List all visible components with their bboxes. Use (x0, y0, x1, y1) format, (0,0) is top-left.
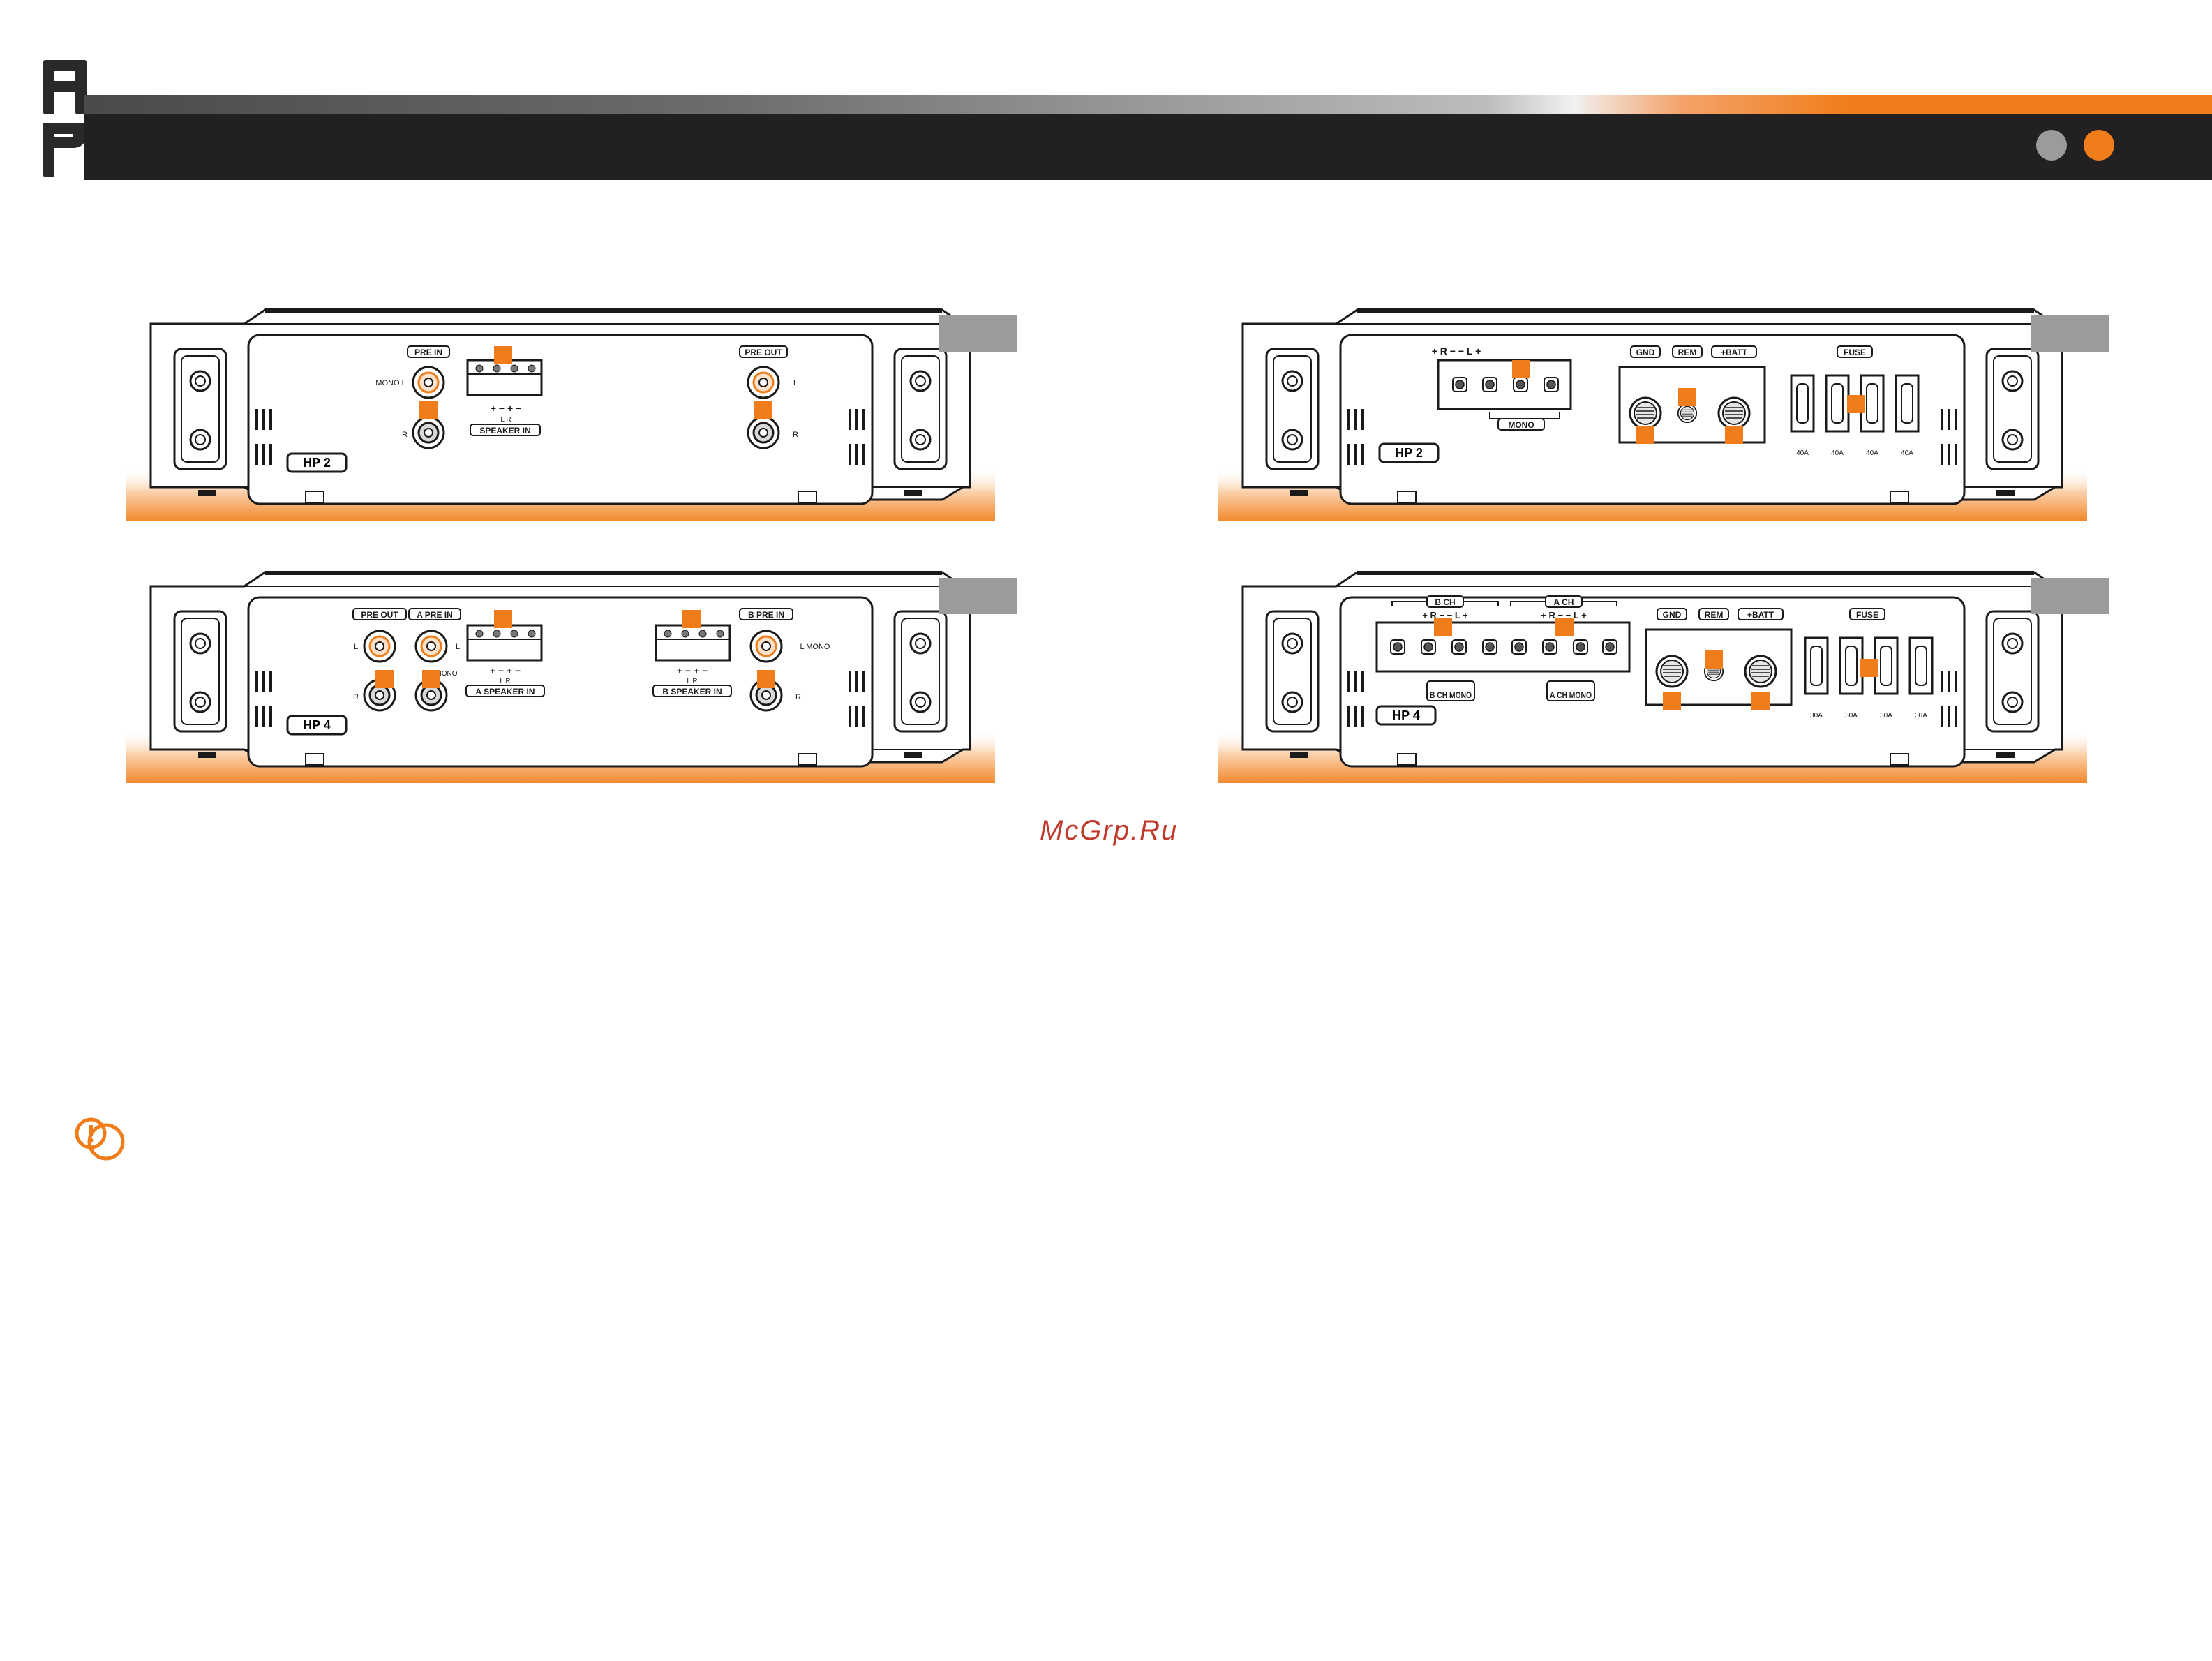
a-ch-mono-label: A CH MONO (1550, 690, 1592, 700)
speaker-in-label: SPEAKER IN (479, 426, 530, 435)
panel-hp2-input: PRE IN MONO L R PRE OUT L R + − + − L R … (126, 307, 1033, 542)
callout-marker (1725, 426, 1743, 444)
model-label: HP 4 (303, 718, 331, 732)
r-out-label: R (793, 431, 798, 439)
callout-marker (1663, 692, 1681, 710)
speaker-lr: L R (500, 416, 511, 424)
a-speaker-in-label: A SPEAKER IN (476, 687, 535, 697)
callout-marker (1636, 426, 1654, 444)
pre-out-r-label: R (353, 693, 359, 701)
speaker-signs: + − + − (491, 403, 521, 414)
callout-marker (1678, 388, 1696, 406)
panel-hp2-power: + R − − L + MONO GND REM +BATT FUSE 40A … (1218, 307, 2125, 542)
pre-out-l-label: L (354, 643, 358, 651)
model-label: HP 2 (1395, 446, 1423, 460)
callout-marker (1860, 659, 1878, 677)
callout-marker (375, 670, 394, 688)
callout-marker (419, 401, 438, 419)
a-speaker-lr: L R (500, 678, 510, 685)
b-speaker-in-label: B SPEAKER IN (662, 687, 722, 697)
gnd-label: GND (1636, 348, 1655, 357)
a-speaker-in-connector[interactable] (466, 624, 543, 662)
fuse-value-4: 40A (1901, 449, 1913, 457)
mono-label: MONO (1508, 420, 1534, 430)
b-ch-mono-label: B CH MONO (1430, 690, 1472, 700)
callout-marker (1705, 650, 1723, 669)
r-in-label: R (402, 431, 408, 439)
model-label: HP 2 (303, 456, 331, 470)
rem-label: REM (1678, 348, 1697, 357)
b-speaker-in-connector[interactable] (655, 624, 731, 662)
fuse-value-3: 30A (1880, 712, 1892, 720)
b-ch-signs: + R − − L + (1422, 610, 1468, 620)
batt-label: +BATT (1721, 348, 1748, 357)
pre-out-l-rca[interactable] (747, 366, 780, 399)
batt-label: +BATT (1747, 610, 1774, 620)
fuse-value-1: 30A (1810, 712, 1823, 720)
b-pre-in-label: B PRE IN (748, 610, 784, 620)
a-ch-signs: + R − − L + (1541, 610, 1587, 620)
panel-hp4-input: PRE OUT A PRE IN L R L MONO B PRE IN L M… (126, 569, 1033, 804)
pre-in-label: PRE IN (414, 348, 442, 357)
fuse-value-2: 30A (1845, 712, 1858, 720)
callout-marker (494, 346, 512, 364)
fuse-value-3: 40A (1866, 449, 1878, 457)
callout-marker (1751, 692, 1770, 710)
fuse-label: FUSE (1856, 610, 1878, 620)
model-label: HP 4 (1392, 708, 1420, 722)
fuse-value-4: 30A (1915, 712, 1927, 720)
page-indicator-gray (2036, 130, 2067, 161)
a-pre-in-l-rca[interactable] (414, 630, 448, 663)
callout-marker (757, 670, 775, 688)
callout-marker (1555, 618, 1574, 636)
callout-marker (422, 670, 440, 688)
speaker-terminal-block[interactable] (1437, 359, 1572, 410)
pre-in-r-rca[interactable] (412, 416, 445, 449)
callout-marker (1512, 360, 1530, 378)
speaker-in-connector[interactable] (466, 359, 543, 396)
header-gradient-stripe (84, 95, 2212, 114)
page-indicator-orange (2084, 130, 2114, 161)
b-speaker-lr: L R (687, 678, 697, 685)
mono-l-label: MONO L (375, 379, 405, 387)
a-ch-label: A CH (1554, 597, 1574, 607)
pre-out-r-rca[interactable] (747, 416, 780, 449)
fuse-label: FUSE (1844, 348, 1866, 357)
fuse-value-1: 40A (1796, 449, 1809, 457)
pre-in-l-rca[interactable] (412, 366, 445, 399)
gnd-label: GND (1663, 610, 1682, 620)
callout-marker (1434, 618, 1452, 636)
header-bar (84, 114, 2212, 180)
a-pre-in-l-label: L (456, 643, 460, 651)
b-pre-in-l-rca[interactable] (749, 630, 783, 663)
rem-label: REM (1705, 610, 1724, 620)
b-r-label: R (795, 693, 801, 701)
terminal-signs: + R − − L + (1432, 345, 1481, 357)
speaker-terminal-block[interactable] (1375, 621, 1631, 673)
b-ch-label: B CH (1435, 597, 1455, 607)
a-pre-in-label: A PRE IN (417, 610, 453, 620)
callout-marker (754, 401, 772, 419)
callout-marker (1847, 395, 1865, 413)
pre-out-label: PRE OUT (745, 348, 782, 357)
pre-out-l-rca[interactable] (363, 630, 396, 663)
callout-marker (494, 610, 512, 628)
b-speaker-signs: + − + − (677, 665, 708, 676)
a-speaker-signs: + − + − (490, 665, 521, 676)
fuse-value-2: 40A (1831, 449, 1844, 457)
watermark-text: McGrp.Ru (1040, 815, 1179, 846)
hp-logo-icon (43, 60, 87, 177)
panel-hp4-power: B CH A CH + R − − L + + R − − L + B CH M… (1218, 569, 2125, 804)
pre-out-label: PRE OUT (361, 610, 398, 620)
warning-note-icon (75, 1117, 125, 1161)
l-out-label: L (793, 379, 798, 387)
callout-marker (682, 610, 701, 628)
b-l-mono-label: L MONO (800, 643, 830, 651)
a-mono-label: MONO (435, 670, 457, 678)
